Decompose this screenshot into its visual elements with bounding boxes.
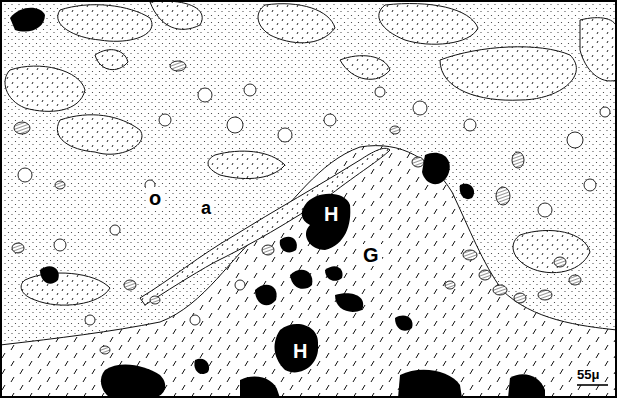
- phase-label: o: [146, 187, 164, 209]
- phase-label: a: [198, 198, 214, 218]
- scale-label: 55μ: [574, 367, 602, 382]
- phase-label: H: [321, 203, 341, 225]
- phase-label: G: [360, 244, 382, 266]
- phase-label: H: [290, 340, 310, 362]
